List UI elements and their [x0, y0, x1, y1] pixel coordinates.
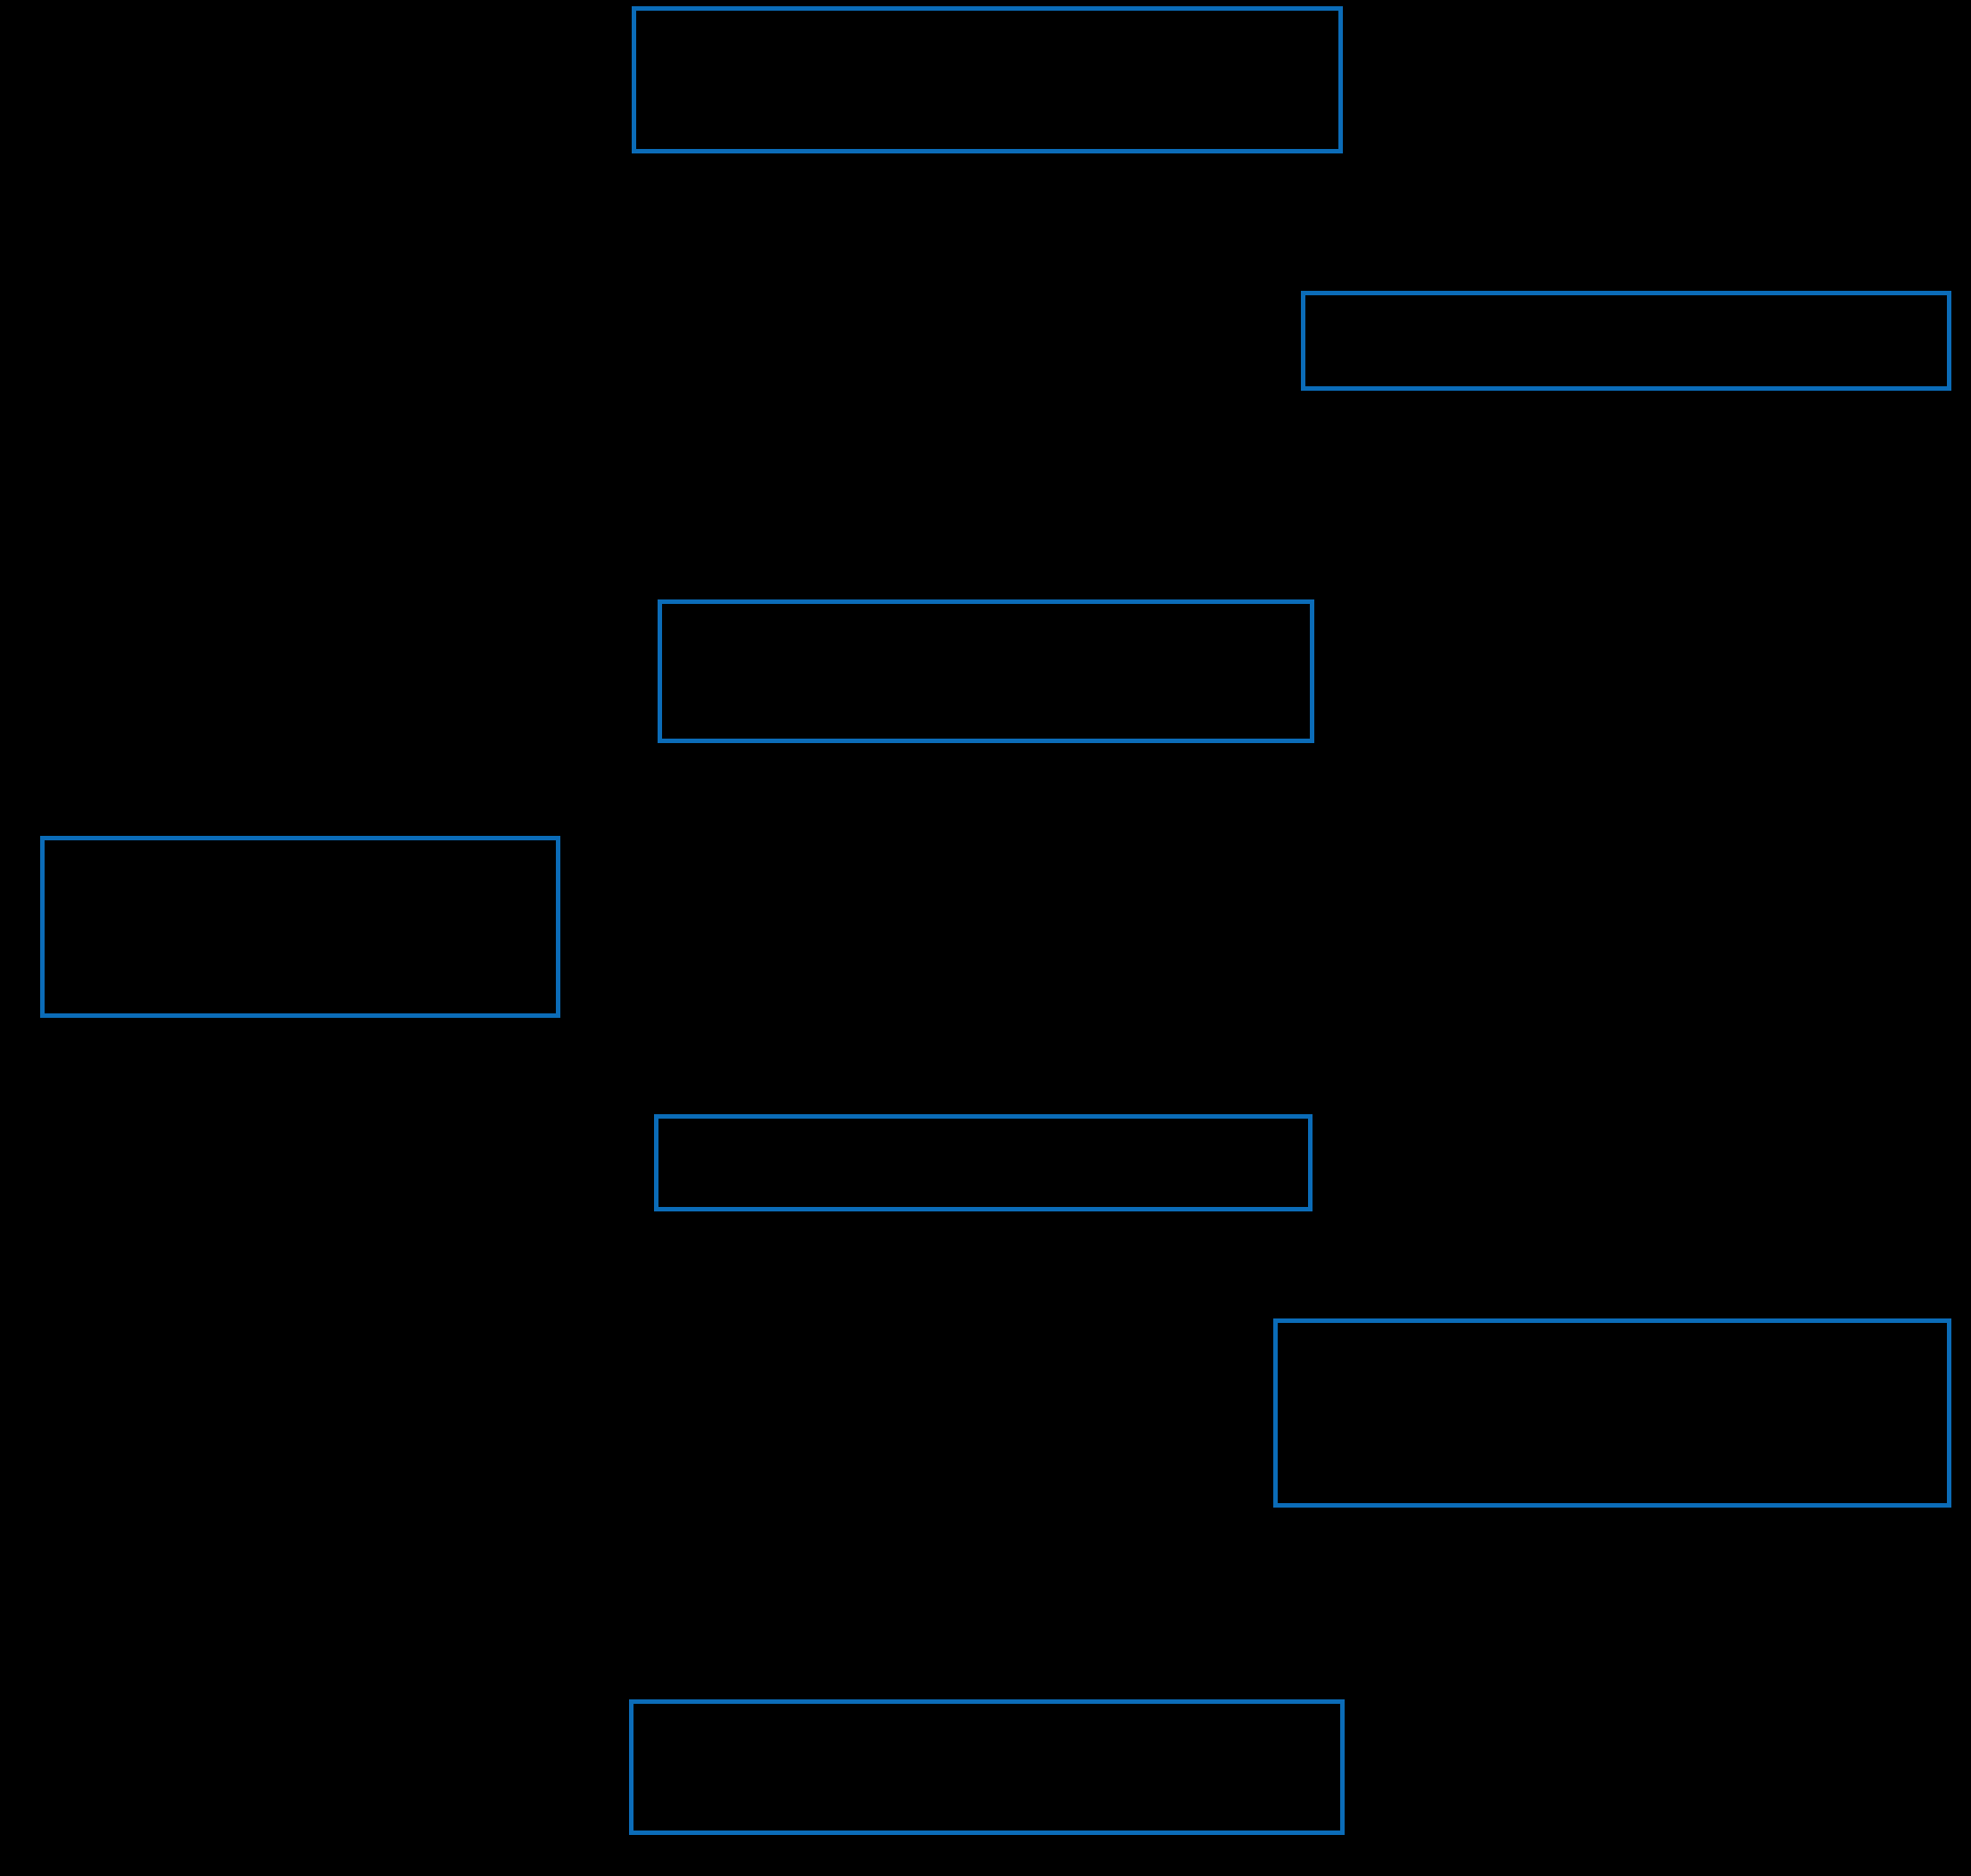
node-mid-center[interactable]	[658, 599, 1314, 743]
node-mid-left[interactable]	[40, 836, 560, 1018]
node-bottom-center[interactable]	[629, 1699, 1345, 1835]
node-top-center[interactable]	[632, 6, 1343, 153]
node-upper-right[interactable]	[1301, 291, 1951, 391]
node-lower-right[interactable]	[1273, 1318, 1951, 1508]
node-lower-center[interactable]	[654, 1114, 1313, 1211]
